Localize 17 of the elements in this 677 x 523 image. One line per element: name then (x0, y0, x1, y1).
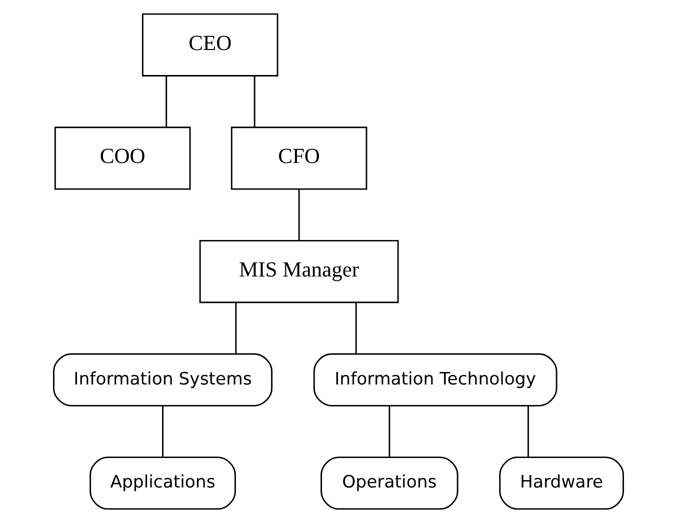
node-box: COO (54, 126, 191, 190)
node-box: CFO (230, 126, 368, 190)
node-box: Hardware (499, 456, 624, 510)
node-box: Applications (90, 456, 236, 510)
connector (162, 406, 164, 457)
connector (528, 406, 529, 457)
connector (166, 76, 168, 128)
node-box: CEO (142, 13, 278, 76)
node-box: Information Technology (313, 353, 558, 406)
connector (254, 76, 256, 128)
node-box: MIS Manager (199, 240, 399, 304)
connector (355, 302, 357, 354)
connector (235, 302, 237, 354)
connector (298, 189, 300, 241)
node-box: Operations (320, 456, 458, 510)
connector (388, 406, 390, 457)
node-box: Information Systems (53, 353, 273, 406)
